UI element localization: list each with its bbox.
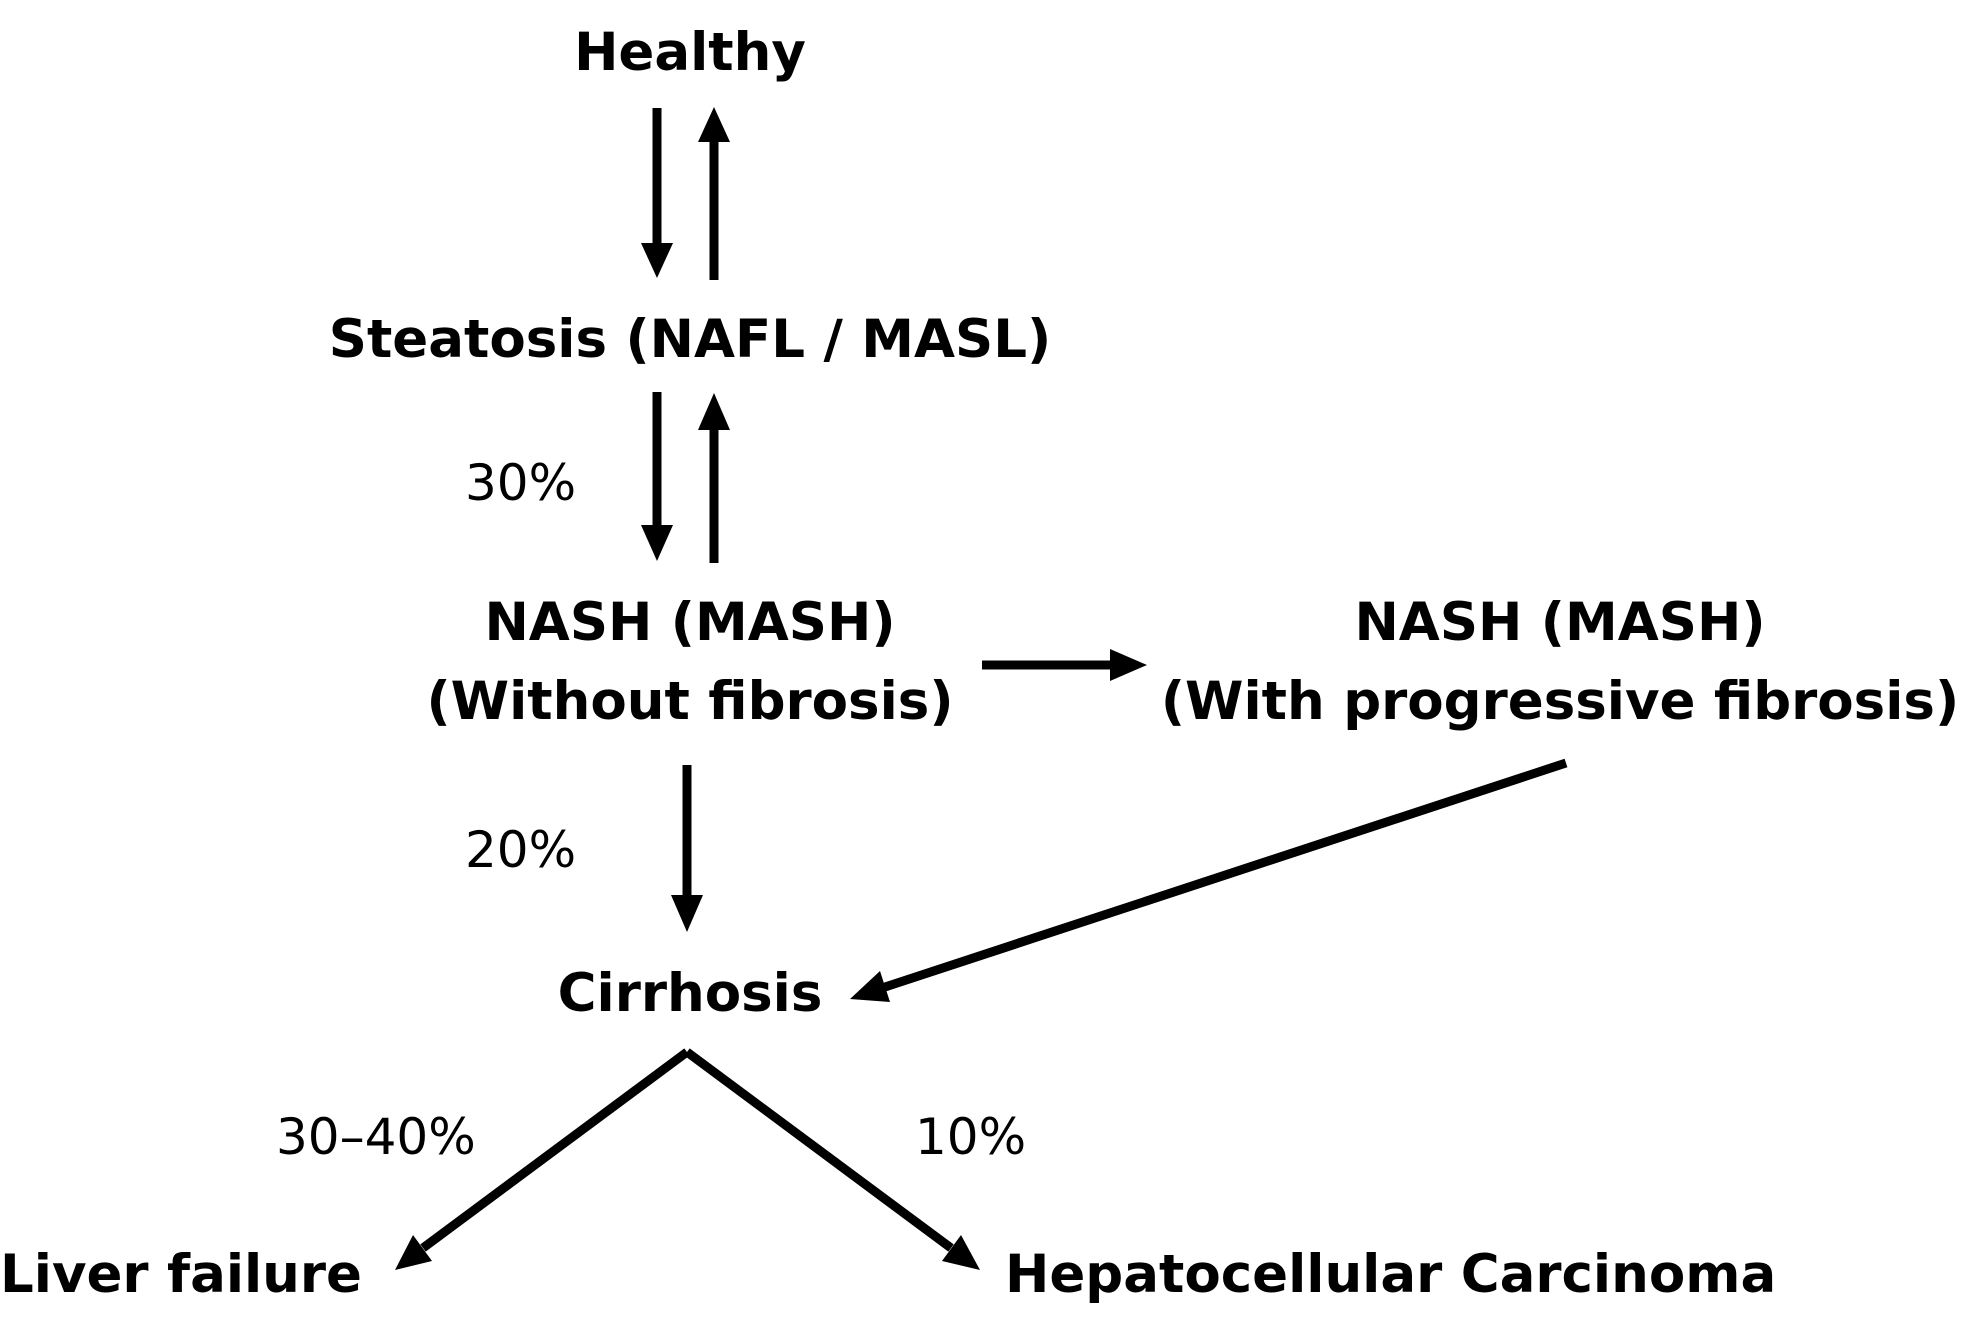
nash-with-line-2: (With progressive fibrosis) (1160, 671, 1960, 732)
node-cirrhosis: Cirrhosis (557, 963, 823, 1024)
arrow-nash-to-cirrhosis (671, 765, 703, 932)
node-healthy: Healthy (574, 22, 806, 83)
node-nash-with-fibrosis: NASH (MASH) (With progressive fibrosis) (1160, 596, 1960, 728)
arrow-cirrhosis-to-hcc (684, 1048, 980, 1270)
arrow-cirrhosis-to-liver-failure (395, 1048, 690, 1270)
arrow-steatosis-to-healthy (698, 107, 730, 280)
pct-cirrhosis-to-liver-failure: 30–40% (276, 1108, 476, 1166)
arrow-steatosis-to-nash (641, 392, 673, 561)
node-nash-without-fibrosis: NASH (MASH) (Without fibrosis) (370, 596, 1010, 728)
nash-without-line-2: (Without fibrosis) (426, 671, 954, 732)
pct-cirrhosis-to-hcc: 10% (915, 1108, 1027, 1166)
arrow-nash-to-nash-fibrosis (982, 649, 1147, 681)
arrow-healthy-to-steatosis (641, 108, 673, 278)
nash-with-line-1: NASH (MASH) (1354, 592, 1766, 653)
pct-nash-to-cirrhosis: 20% (465, 821, 577, 879)
node-liver-failure: Liver failure (0, 1244, 362, 1305)
node-steatosis: Steatosis (NAFL / MASL) (328, 309, 1052, 370)
pct-steatosis-to-nash: 30% (465, 454, 577, 512)
arrow-nash-fibrosis-to-cirrhosis (850, 758, 1568, 1002)
node-hcc: Hepatocellular Carcinoma (1005, 1244, 1777, 1305)
arrow-nash-to-steatosis (698, 393, 730, 563)
nash-without-line-1: NASH (MASH) (484, 592, 896, 653)
